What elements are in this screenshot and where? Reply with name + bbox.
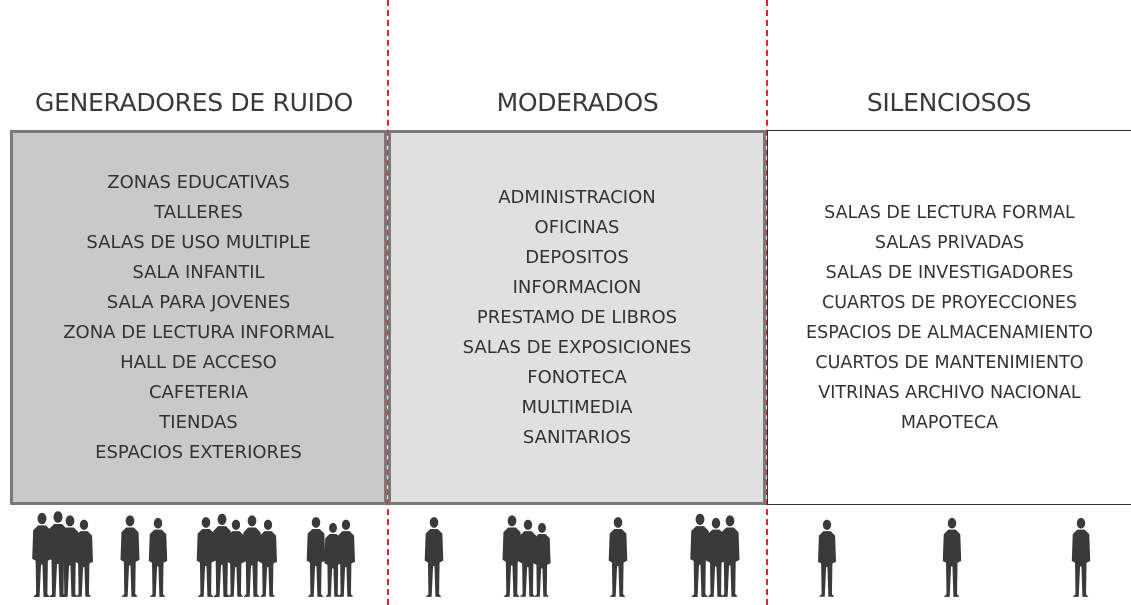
list-item: MULTIMEDIA [521, 396, 633, 418]
person-silhouette-icon [120, 515, 140, 597]
list-item: ZONA DE LECTURA INFORMAL [63, 321, 334, 343]
person-silhouette-icon [196, 517, 216, 597]
heading-moderate: MODERADOS [496, 88, 659, 117]
person-silhouette-icon [519, 519, 537, 597]
list-item: TIENDAS [159, 411, 238, 433]
person-silhouette-icon [608, 517, 628, 597]
person-silhouette-icon [533, 522, 551, 597]
list-item: INFORMACION [512, 276, 642, 298]
panel-silent: SALAS DE LECTURA FORMAL SALAS PRIVADAS S… [767, 130, 1131, 505]
list-item: HALL DE ACCESO [120, 351, 277, 373]
list-item: ESPACIOS DE ALMACENAMIENTO [806, 322, 1093, 343]
person-silhouette-icon [424, 517, 444, 597]
people-silhouettes-silent [769, 505, 1131, 605]
heading-noise-generators: GENERADORES DE RUIDO [35, 88, 353, 117]
person-silhouette-icon [502, 515, 522, 597]
person-silhouette-icon [818, 519, 836, 597]
person-silhouette-icon [75, 519, 93, 597]
person-silhouette-icon [242, 515, 262, 597]
person-silhouette-icon [148, 517, 168, 597]
space-list-silent: SALAS DE LECTURA FORMAL SALAS PRIVADAS S… [806, 198, 1093, 438]
person-silhouette-icon [32, 512, 52, 597]
list-item: CUARTOS DE PROYECCIONES [821, 292, 1077, 313]
list-item: ESPACIOS EXTERIORES [95, 441, 302, 463]
list-item: VITRINAS ARCHIVO NACIONAL [818, 382, 1081, 403]
people-silhouettes-moderate [390, 505, 764, 605]
person-silhouette-icon [227, 519, 245, 597]
list-item: DEPOSITOS [525, 246, 629, 268]
list-item: FONOTECA [527, 366, 627, 388]
list-item: SALAS DE INVESTIGADORES [825, 262, 1074, 283]
person-silhouette-icon [212, 513, 232, 597]
panel-moderate: ADMINISTRACION OFICINAS DEPOSITOS INFORM… [388, 130, 766, 505]
person-silhouette-icon [259, 519, 277, 597]
space-list-noise-generators: ZONAS EDUCATIVAS TALLERES SALAS DE USO M… [63, 168, 334, 468]
people-silhouettes-noisy [0, 505, 386, 605]
list-item: TALLERES [154, 201, 243, 223]
person-silhouette-icon [306, 517, 326, 597]
list-item: ZONAS EDUCATIVAS [107, 171, 290, 193]
list-item: SANITARIOS [522, 426, 632, 448]
list-item: CAFETERIA [148, 381, 249, 403]
person-silhouette-icon [690, 513, 710, 597]
list-item: PRESTAMO DE LIBROS [476, 306, 678, 328]
person-silhouette-icon [337, 519, 355, 597]
person-silhouette-icon [1071, 517, 1091, 597]
list-item: CUARTOS DE MANTENIMIENTO [815, 352, 1084, 373]
person-silhouette-icon [706, 517, 726, 597]
person-silhouette-icon [60, 515, 80, 597]
list-item: ADMINISTRACION [498, 186, 656, 208]
space-list-moderate: ADMINISTRACION OFICINAS DEPOSITOS INFORM… [463, 183, 692, 453]
person-silhouette-icon [720, 515, 740, 597]
list-item: SALAS PRIVADAS [874, 232, 1025, 253]
heading-silent: SILENCIOSOS [866, 88, 1032, 117]
person-silhouette-icon [324, 522, 342, 597]
list-item: SALA INFANTIL [132, 261, 265, 283]
list-item: OFICINAS [534, 216, 620, 238]
list-item: SALA PARA JOVENES [106, 291, 291, 313]
list-item: SALAS DE EXPOSICIONES [462, 336, 692, 358]
panel-noise-generators: ZONAS EDUCATIVAS TALLERES SALAS DE USO M… [10, 130, 387, 505]
list-item: MAPOTECA [900, 412, 999, 433]
list-item: SALAS DE USO MULTIPLE [86, 231, 311, 253]
list-item: SALAS DE LECTURA FORMAL [824, 202, 1075, 223]
person-silhouette-icon [942, 517, 962, 597]
